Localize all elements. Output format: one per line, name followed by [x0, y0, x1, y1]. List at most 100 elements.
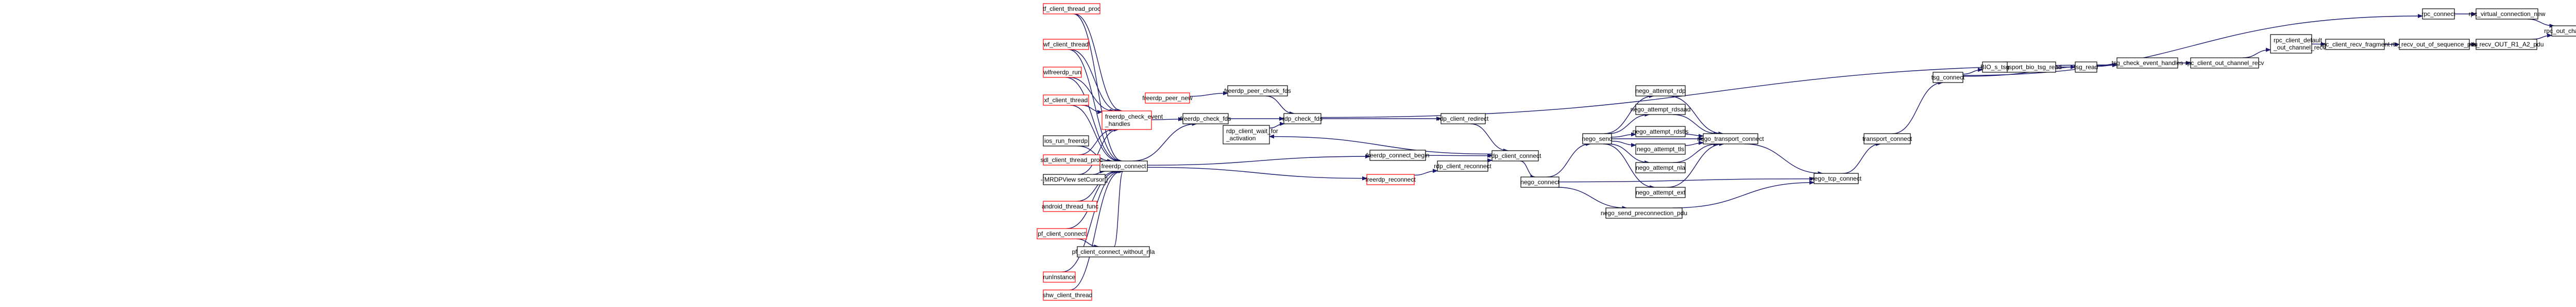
node-sdl_client_thread_proc[interactable]: sdl_client_thread_proc: [1041, 154, 1103, 166]
node-freerdp_connect[interactable]: freerdp_connect: [1099, 160, 1148, 172]
node-label: freerdp_check_event: [1105, 113, 1163, 120]
node-box: [1043, 39, 1089, 50]
node-box: [1227, 85, 1288, 96]
node-freerdp_reconnect[interactable]: freerdp_reconnect: [1365, 174, 1416, 185]
node-label: pf_client_connect: [1038, 230, 1086, 237]
edge-rdp_client_reconnect-to-rdp_client_connect: [1487, 158, 1493, 163]
node-box: [1520, 176, 1560, 188]
node-pf_client_connect_without_nla[interactable]: pf_client_connect_without_nla: [1072, 246, 1155, 257]
node-nego_attempt_rdp[interactable]: nego_attempt_rdp: [1635, 85, 1686, 96]
node-rpc_out_channel_new[interactable]: rpc_out_channel_new: [2544, 25, 2576, 37]
node-box: [1077, 246, 1150, 257]
edge-layer: [1062, 12, 2555, 290]
edge-rdp_client_wait_for_activation-to-rdp_check_fds: [1269, 122, 1285, 128]
node-transport_connect[interactable]: transport_connect: [1862, 133, 1912, 144]
node-nego_attempt_rdstls[interactable]: nego_attempt_rdstls: [1633, 126, 1689, 137]
node-box: [1283, 113, 1321, 124]
node-rdp_client_reconnect[interactable]: rdp_client_reconnect: [1434, 160, 1492, 172]
node-box: [1635, 162, 1686, 173]
node-box: [1043, 271, 1076, 283]
edge-freerdp_connect-to-freerdp_reconnect: [1147, 167, 1367, 181]
node-label: _handles: [1105, 120, 1130, 127]
node-xf_client_thread[interactable]: xf_client_thread: [1043, 94, 1089, 106]
node-rts_recv_OUT_R1_A2_pdu[interactable]: rts_recv_OUT_R1_A2_pdu: [2469, 39, 2544, 50]
edge-nego_attempt_tls-to-nego_transport_connect: [1685, 140, 1704, 146]
node-wf_client_thread[interactable]: wf_client_thread: [1043, 39, 1089, 50]
node-MRDPView_setCursor[interactable]: -[MRDPView setCursor:]: [1041, 174, 1108, 185]
node-nego_tcp_connect[interactable]: nego_tcp_connect: [1811, 173, 1862, 184]
node-nego_transport_connect[interactable]: nego_transport_connect: [1697, 133, 1764, 144]
edge-nego_send-to-nego_attempt_nla: [1608, 143, 1650, 165]
node-pf_client_connect[interactable]: pf_client_connect: [1037, 228, 1087, 239]
node-freerdp_peer_check_fds[interactable]: freerdp_peer_check_fds: [1224, 85, 1291, 96]
node-box: [2476, 8, 2538, 20]
node-rpc_client_recv_fragment[interactable]: rpc_client_recv_fragment: [2320, 39, 2390, 50]
node-box: [1366, 174, 1415, 185]
node-nego_attempt_nla[interactable]: nego_attempt_nla: [1635, 162, 1686, 173]
node-label: xf_client_thread: [1044, 96, 1088, 104]
node-nego_send_preconnection_pdu[interactable]: nego_send_preconnection_pdu: [1601, 207, 1687, 219]
node-freerdp_check_fds[interactable]: freerdp_check_fds: [1180, 113, 1231, 124]
node-rts_recv_out_of_sequence_pdu[interactable]: rts_recv_out_of_sequence_pdu: [2391, 39, 2478, 50]
edge-nego_connect-to-nego_send: [1547, 142, 1591, 177]
node-android_thread_func[interactable]: android_thread_func: [1042, 201, 1098, 212]
edge-nego_connect-to-nego_send_preconnection_pdu: [1557, 187, 1628, 210]
node-box: [1043, 135, 1089, 147]
node-label: tsg_read: [2074, 63, 2098, 71]
edge-tf_client_thread_proc-to-freerdp_connect: [1073, 13, 1123, 163]
node-nego_attempt_ext[interactable]: nego_attempt_ext: [1635, 187, 1686, 198]
edge-nego_send-to-nego_attempt_rdstls: [1611, 132, 1636, 138]
edge-nego_tcp_connect-to-transport_connect: [1842, 142, 1882, 174]
edge-MRDPView_setCursor-to-freerdp_connect: [1093, 169, 1106, 175]
node-freerdp_peer_new[interactable]: freerdp_peer_new: [1142, 92, 1193, 104]
node-nego_send[interactable]: nego_send: [1582, 133, 1613, 144]
node-label: nego_transport_connect: [1697, 135, 1764, 142]
edge-freerdp_connect-to-freerdp_check_fds: [1132, 122, 1197, 161]
node-ios_run_freerdp[interactable]: ios_run_freerdp: [1043, 135, 1089, 147]
node-label: wf_client_thread: [1043, 41, 1088, 48]
node-box: [1635, 143, 1686, 155]
node-rpc_virtual_connection_new[interactable]: rpc_virtual_connection_new: [2469, 8, 2546, 20]
edge-MRDPView_setCursor-to-freerdp_check_event_handles: [1078, 127, 1120, 175]
edge-android_thread_func-to-freerdp_connect: [1077, 169, 1117, 202]
node-tf_client_thread_proc[interactable]: tf_client_thread_proc: [1043, 3, 1100, 14]
node-rpc_client_out_channel_recv[interactable]: rpc_client_out_channel_recv: [2185, 57, 2264, 69]
node-rdp_client_redirect[interactable]: rdp_client_redirect: [1438, 113, 1489, 124]
node-label: _out_channel_recv: [2273, 44, 2326, 51]
node-nego_attempt_tls[interactable]: nego_attempt_tls: [1635, 143, 1686, 155]
node-shw_client_thread[interactable]: shw_client_thread: [1043, 289, 1093, 301]
node-box: [1635, 104, 1686, 115]
node-label: wlfreerdp_run: [1043, 69, 1081, 76]
node-wlfreerdp_run[interactable]: wlfreerdp_run: [1043, 67, 1082, 78]
node-BIO_s_tsg[interactable]: BIO_s_tsg: [1980, 61, 2009, 73]
node-runInstance[interactable]: runInstance: [1043, 271, 1076, 283]
edge-freerdp_peer_new-to-freerdp_peer_check_fds: [1189, 91, 1228, 97]
edge-shw_client_thread-to-freerdp_connect: [1070, 169, 1122, 290]
node-label: nego_attempt_ext: [1636, 189, 1686, 196]
node-freerdp_connect_begin[interactable]: freerdp_connect_begin: [1366, 150, 1430, 161]
node-rpc_client_default_out_channel_recv[interactable]: rpc_client_default_out_channel_recv: [2270, 34, 2326, 54]
node-box: [1635, 85, 1686, 96]
node-transport_bio_tsg_read[interactable]: transport_bio_tsg_read: [1998, 61, 2062, 73]
edge-nego_attempt_ext-to-nego_transport_connect: [1667, 142, 1724, 188]
node-label: nego_attempt_nla: [1636, 164, 1685, 171]
node-label: rpc_client_recv_fragment: [2320, 41, 2390, 48]
edge-nego_transport_connect-to-nego_tcp_connect: [1744, 143, 1823, 175]
edge-nego_send-to-nego_attempt_rdp: [1604, 94, 1654, 134]
node-nego_attempt_rdsaad[interactable]: nego_attempt_rdsaad: [1631, 104, 1691, 115]
node-tsg_read[interactable]: tsg_read: [2074, 61, 2098, 73]
node-nego_connect[interactable]: nego_connect: [1520, 176, 1560, 188]
node-freerdp_check_event_handles[interactable]: freerdp_check_event_handles: [1101, 110, 1163, 130]
node-rpc_connect[interactable]: rpc_connect: [2421, 8, 2455, 20]
edge-wf_client_thread-to-freerdp_check_event_handles: [1070, 49, 1120, 113]
node-box: [2476, 39, 2537, 50]
node-label: freerdp_reconnect: [1365, 176, 1416, 183]
node-label: rdp_client_connect: [1489, 152, 1541, 159]
node-tsg_connect[interactable]: tsg_connect: [1931, 72, 1965, 83]
node-rdp_client_connect[interactable]: rdp_client_connect: [1489, 150, 1541, 161]
node-rdp_check_fds[interactable]: rdp_check_fds: [1282, 113, 1323, 124]
node-tsg_check_event_handles[interactable]: tsg_check_event_handles: [2112, 57, 2183, 69]
edge-rpc_client_out_channel_recv-to-rpc_client_default_out_channel_recv: [2242, 47, 2271, 58]
node-rdp_client_wait_for_activation[interactable]: rdp_client_wait_for_activation: [1223, 125, 1278, 144]
node-label: tf_client_thread_proc: [1043, 5, 1100, 12]
